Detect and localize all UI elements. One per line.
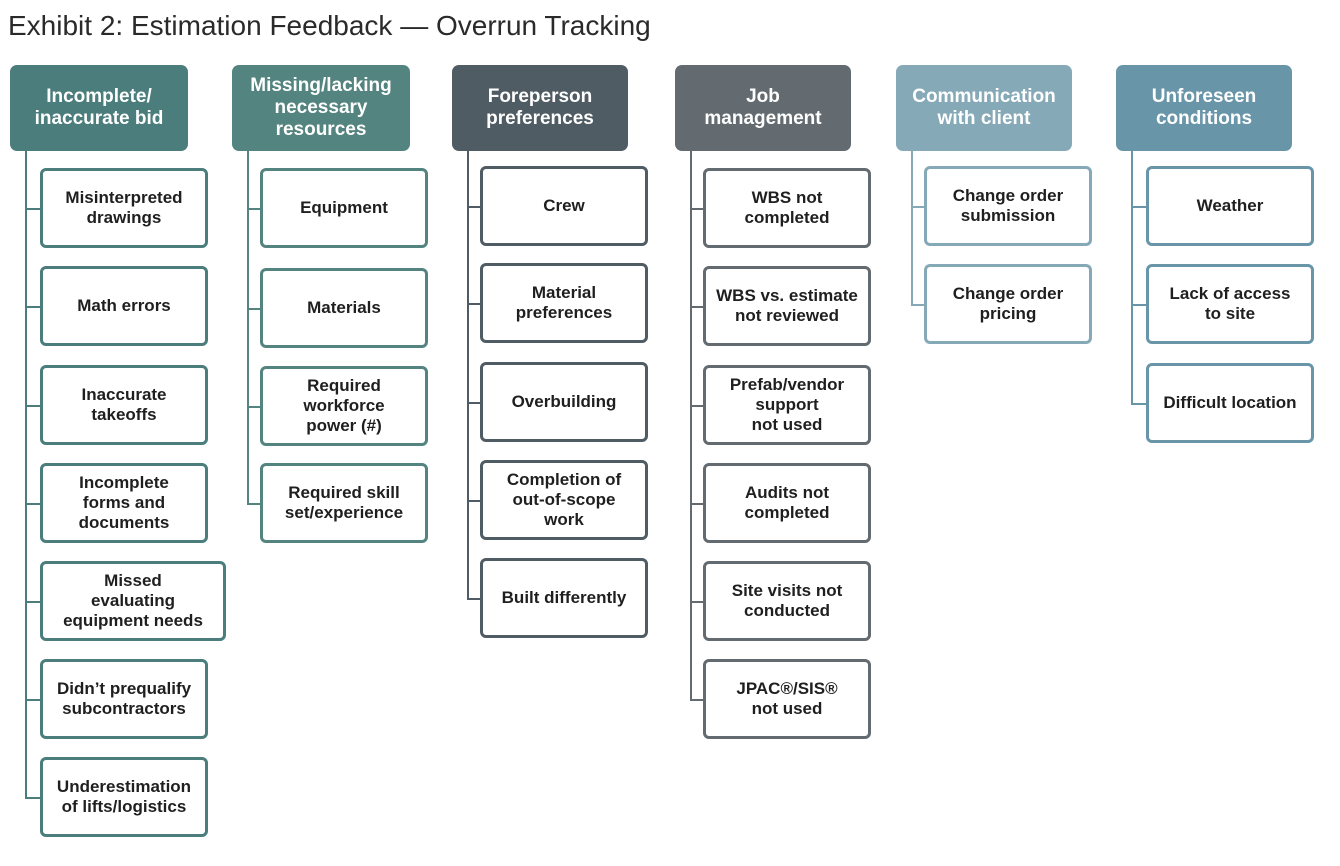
cause-item: Incomplete forms and documents	[40, 463, 208, 543]
cause-item: Required skill set/experience	[260, 463, 428, 543]
category-header: Unforeseen conditions	[1116, 65, 1292, 151]
connector-line	[467, 206, 480, 208]
cause-item: Lack of access to site	[1146, 264, 1314, 344]
category-header: Job management	[675, 65, 851, 151]
cause-item: Change order pricing	[924, 264, 1092, 344]
connector-line	[25, 601, 40, 603]
cause-item: Didn’t prequalify subcontractors	[40, 659, 208, 739]
connector-line	[247, 503, 260, 505]
connector-line	[690, 503, 703, 505]
cause-item: Equipment	[260, 168, 428, 248]
connector-spine	[25, 151, 27, 798]
connector-line	[467, 303, 480, 305]
cause-item: Materials	[260, 268, 428, 348]
connector-line	[25, 405, 40, 407]
cause-item: Inaccurate takeoffs	[40, 365, 208, 445]
cause-item: JPAC®/SIS® not used	[703, 659, 871, 739]
connector-line	[911, 206, 924, 208]
connector-line	[690, 601, 703, 603]
connector-line	[911, 304, 924, 306]
cause-item: Underestimation of lifts/logistics	[40, 757, 208, 837]
connector-line	[247, 308, 260, 310]
connector-line	[690, 699, 703, 701]
cause-item: Site visits not conducted	[703, 561, 871, 641]
cause-item: Completion of out-of-scope work	[480, 460, 648, 540]
connector-spine	[690, 151, 692, 700]
connector-line	[25, 306, 40, 308]
connector-line	[690, 405, 703, 407]
cause-item: Overbuilding	[480, 362, 648, 442]
category-header: Communication with client	[896, 65, 1072, 151]
exhibit-title: Exhibit 2: Estimation Feedback — Overrun…	[8, 10, 651, 41]
cause-item: WBS not completed	[703, 168, 871, 248]
connector-line	[25, 503, 40, 505]
connector-line	[1131, 304, 1146, 306]
connector-spine	[1131, 151, 1133, 404]
cause-item: Missed evaluating equipment needs	[40, 561, 226, 641]
connector-spine	[911, 151, 913, 305]
connector-spine	[247, 151, 249, 504]
connector-line	[467, 598, 480, 600]
cause-item: Math errors	[40, 266, 208, 346]
connector-line	[247, 406, 260, 408]
cause-item: WBS vs. estimate not reviewed	[703, 266, 871, 346]
category-header: Foreperson preferences	[452, 65, 628, 151]
cause-item: Prefab/vendor support not used	[703, 365, 871, 445]
category-header: Missing/lacking necessary resources	[232, 65, 410, 151]
cause-item: Built differently	[480, 558, 648, 638]
connector-line	[690, 306, 703, 308]
connector-line	[247, 208, 260, 210]
cause-item: Difficult location	[1146, 363, 1314, 443]
connector-line	[25, 797, 40, 799]
cause-item: Weather	[1146, 166, 1314, 246]
connector-line	[467, 500, 480, 502]
connector-line	[25, 699, 40, 701]
cause-item: Material preferences	[480, 263, 648, 343]
connector-spine	[467, 151, 469, 599]
connector-line	[1131, 206, 1146, 208]
cause-item: Misinterpreted drawings	[40, 168, 208, 248]
connector-line	[690, 208, 703, 210]
connector-line	[467, 402, 480, 404]
cause-item: Required workforce power (#)	[260, 366, 428, 446]
cause-item: Audits not completed	[703, 463, 871, 543]
connector-line	[1131, 403, 1146, 405]
cause-item: Crew	[480, 166, 648, 246]
cause-item: Change order submission	[924, 166, 1092, 246]
connector-line	[25, 208, 40, 210]
category-header: Incomplete/ inaccurate bid	[10, 65, 188, 151]
